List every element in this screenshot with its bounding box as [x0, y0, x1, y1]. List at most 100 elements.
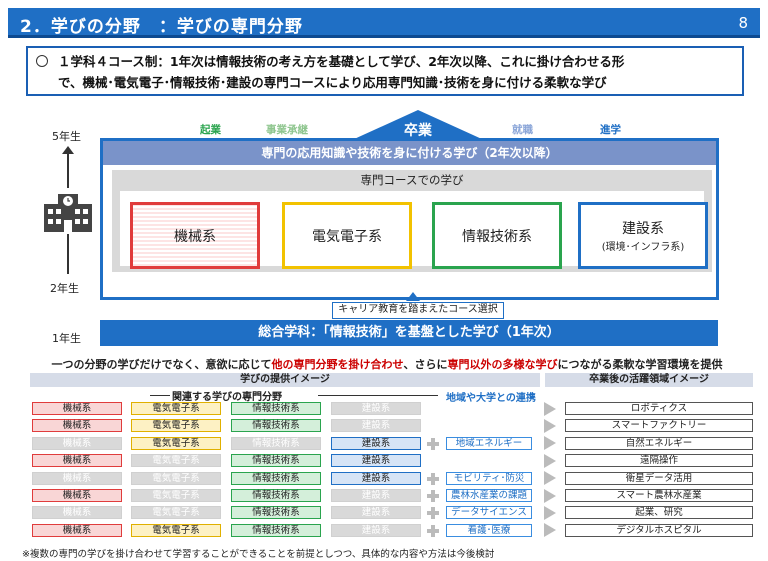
field-cell: 建設系: [331, 402, 421, 415]
year-axis-line-lower: [67, 234, 69, 274]
field-cell: 電気電子系: [131, 471, 221, 485]
field-cell: 電気電子系: [131, 436, 221, 450]
lead-highlight: 専門以外の多様な学び: [447, 358, 558, 371]
field-cell: 建設系: [331, 489, 421, 502]
outcome-cell: 自然エネルギー: [565, 436, 753, 450]
field-cell: 情報技術系: [231, 402, 321, 415]
circle-bullet-icon: [36, 55, 48, 67]
field-cell: 情報技術系: [231, 506, 321, 520]
intro-line-1: １学科４コース制：1年次は情報技術の考え方を基礎として学び、2年次以降、これに掛…: [58, 54, 625, 69]
arrow-right-icon: [544, 505, 556, 520]
divider: [318, 395, 438, 396]
intro-line-2: で、機械･電気電子･情報技術･建設の専門コースにより応用専門知識･技術を身に付け…: [58, 75, 607, 90]
footnote: ※複数の専門の学びを掛け合わせて学習することができることを前提としつつ、具体的な…: [22, 549, 495, 560]
lead-part: 一つの分野の学びだけでなく、意欲に応じて: [51, 358, 272, 371]
course-name: 電気電子系: [312, 228, 382, 245]
table-header-right: 卒業後の活躍領域イメージ: [545, 373, 753, 387]
outcome-cell: ロボティクス: [565, 402, 753, 415]
field-cell: 機械系: [32, 436, 122, 450]
field-cell: 情報技術系: [231, 523, 321, 537]
arrow-right-icon: [544, 453, 556, 468]
region-cell: 看護･医療: [446, 523, 532, 537]
outcome-cell: 起業、研究: [565, 506, 753, 520]
lead-part: につながる柔軟な学習環境を提供: [557, 358, 723, 371]
sogo-bar: 総合学科：「情報技術」を基盤とした学び（1年次）: [100, 320, 718, 346]
table-header-left: 学びの提供イメージ: [30, 373, 540, 387]
field-cell: 電気電子系: [131, 523, 221, 537]
course-name: 建設系: [622, 221, 664, 237]
outcome-cell: スマートファクトリー: [565, 419, 753, 433]
field-cell: 情報技術系: [231, 419, 321, 433]
course-joho: 情報技術系: [432, 202, 562, 269]
arrow-right-icon: [544, 471, 556, 486]
course-kikai: 機械系: [130, 202, 260, 269]
field-cell: 機械系: [32, 506, 122, 520]
field-cell: 機械系: [32, 402, 122, 415]
field-cell: 情報技術系: [231, 471, 321, 485]
lead-sentence: 一つの分野の学びだけでなく、意欲に応じて他の専門分野を掛け合わせ、さらに専門以外…: [22, 356, 752, 372]
year-2-label: 2年生: [50, 282, 79, 295]
field-cell: 建設系: [331, 523, 421, 537]
arrow-right-icon: [544, 401, 556, 416]
senmon-bar: 専門の応用知識や技術を身に付ける学び（2年次以降）: [103, 141, 716, 165]
field-cell: 情報技術系: [231, 489, 321, 502]
region-cell: 地域エネルギー: [446, 436, 532, 450]
field-cell: 電気電子系: [131, 402, 221, 415]
arrow-right-icon: [544, 436, 556, 451]
course-panel-label: 専門コースでの学び: [360, 173, 464, 187]
related-fields-header: 関連する学びの専門分野: [172, 392, 282, 403]
lead-part: 、さらに: [403, 358, 448, 371]
lead-highlight: 他の専門分野を掛け合わせ: [271, 358, 404, 371]
region-cell: 農林水産業の課題: [446, 489, 532, 502]
course-kensetsu: 建設系 (環境･インフラ系): [578, 202, 708, 269]
course-name: 情報技術系: [462, 228, 532, 245]
outcome-cell: 衛星データ活用: [565, 471, 753, 485]
arrow-right-icon: [544, 418, 556, 433]
field-cell: 機械系: [32, 419, 122, 433]
year-5-label: 5年生: [52, 130, 81, 143]
divider: [150, 395, 170, 396]
field-cell: 機械系: [32, 454, 122, 468]
arrow-right-icon: [544, 523, 556, 538]
arrow-right-icon: [544, 488, 556, 503]
field-cell: 建設系: [331, 454, 421, 468]
region-header: 地域や大学との連携: [446, 393, 536, 404]
label-kigyo: 起業: [200, 124, 221, 136]
field-cell: 機械系: [32, 489, 122, 502]
outcome-cell: スマート農林水産業: [565, 489, 753, 502]
field-cell: 情報技術系: [231, 454, 321, 468]
label-sotsugyo: 卒業: [404, 123, 432, 139]
year-1-label: 1年生: [52, 332, 81, 345]
field-cell: 建設系: [331, 506, 421, 520]
field-cell: 建設系: [331, 436, 421, 450]
label-jigyo: 事業承継: [266, 124, 308, 136]
career-box: キャリア教育を踏まえたコース選択: [332, 302, 504, 319]
label-shushoku: 就職: [512, 124, 533, 136]
graduation-roof: [352, 110, 484, 140]
page-title: 2．学びの分野 ：学びの専門分野: [20, 17, 303, 37]
plus-icon: [427, 524, 439, 537]
plus-icon: [427, 437, 439, 450]
school-building-icon: [42, 190, 94, 232]
label-shingaku: 進学: [600, 124, 621, 136]
field-cell: 建設系: [331, 419, 421, 433]
course-name: 機械系: [174, 228, 216, 245]
field-cell: 機械系: [32, 471, 122, 485]
title-bar: 2．学びの分野 ：学びの専門分野 8: [8, 8, 760, 38]
field-cell: 建設系: [331, 471, 421, 485]
region-cell: データサイエンス: [446, 506, 532, 520]
field-cell: 機械系: [32, 523, 122, 537]
plus-icon: [427, 490, 439, 502]
course-denki: 電気電子系: [282, 202, 412, 269]
year-axis-line: [67, 150, 69, 188]
field-cell: 電気電子系: [131, 506, 221, 520]
field-cell: 情報技術系: [231, 436, 321, 450]
field-cell: 電気電子系: [131, 454, 221, 468]
field-cell: 電気電子系: [131, 419, 221, 433]
outcome-cell: デジタルホスピタル: [565, 523, 753, 537]
plus-icon: [427, 472, 439, 485]
region-cell: モビリティ･防災: [446, 471, 532, 485]
course-sub: (環境･インフラ系): [601, 242, 685, 253]
arrow-up-icon: [406, 292, 420, 301]
intro-box: １学科４コース制：1年次は情報技術の考え方を基礎として学び、2年次以降、これに掛…: [26, 46, 744, 96]
